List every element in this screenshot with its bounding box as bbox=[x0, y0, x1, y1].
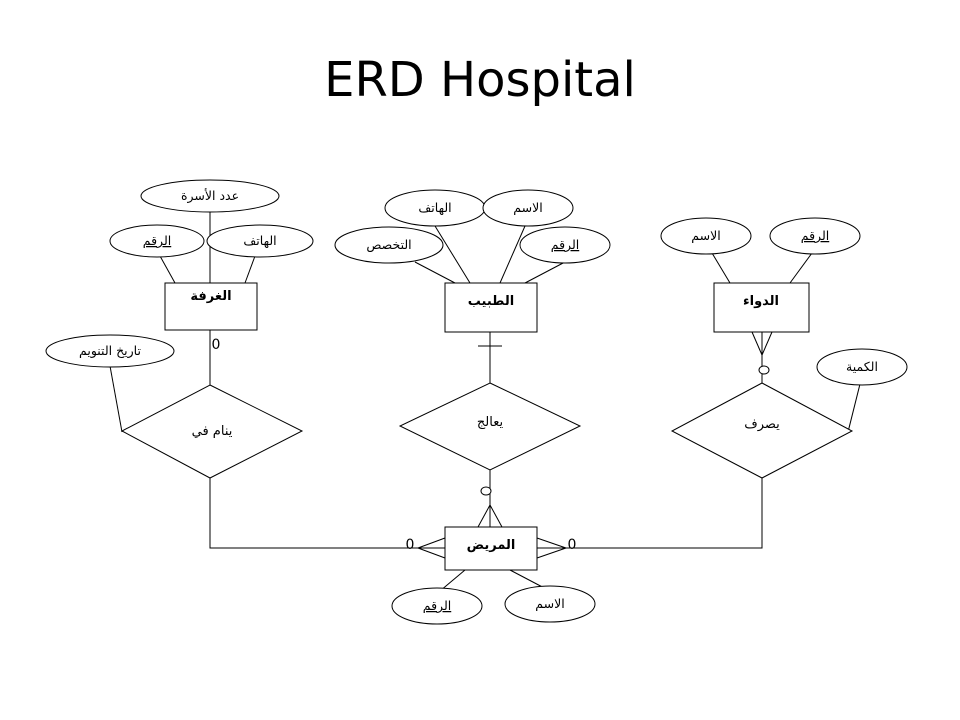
attr-patient-name-label: الاسم bbox=[535, 596, 564, 612]
entity-doctor[interactable]: الطبيب bbox=[444, 282, 538, 333]
attr-doctor-phone[interactable]: الهاتف bbox=[384, 189, 486, 227]
attr-medicine-name-label: الاسم bbox=[691, 228, 720, 244]
entity-patient-label: المريض bbox=[467, 538, 516, 553]
line-room-id bbox=[159, 255, 176, 284]
attr-room-phone-label: الهاتف bbox=[243, 233, 276, 249]
attr-dispense-qty-label: الكمية bbox=[846, 359, 878, 374]
attr-doctor-name-label: الاسم bbox=[513, 200, 542, 216]
line-doctor-phone bbox=[434, 225, 471, 284]
entity-patient[interactable]: المريض bbox=[444, 526, 538, 571]
crowfoot-right-a bbox=[536, 537, 567, 549]
circle-zero-medicine bbox=[758, 365, 770, 375]
attr-patient-id-label: الرقم bbox=[423, 598, 451, 614]
attr-patient-id[interactable]: الرقم bbox=[391, 587, 483, 625]
line-dispense-qty bbox=[847, 383, 861, 433]
attr-dispense-qty[interactable]: الكمية bbox=[816, 348, 908, 386]
cardinality-room: 0 bbox=[212, 337, 221, 353]
entity-room-label: الغرفة bbox=[190, 289, 231, 304]
attr-medicine-name[interactable]: الاسم bbox=[660, 217, 752, 255]
relationship-dispenses-label: يصرف bbox=[744, 417, 780, 432]
crowfoot-medicine-b bbox=[761, 331, 773, 356]
crowfoot-treats-b bbox=[489, 504, 503, 528]
line-doctor-id bbox=[524, 261, 566, 284]
line-patient-id bbox=[439, 569, 466, 592]
attr-room-id[interactable]: الرقم bbox=[109, 224, 205, 258]
crowfoot-treats-a bbox=[477, 504, 491, 528]
attr-doctor-specialty-label: التخصص bbox=[366, 237, 411, 253]
page-title: ERD Hospital bbox=[324, 52, 636, 108]
attr-doctor-name[interactable]: الاسم bbox=[482, 189, 574, 227]
attr-room-phone[interactable]: الهاتف bbox=[206, 224, 314, 258]
line-medicine-name bbox=[711, 252, 731, 284]
attr-stays-date[interactable]: تاريخ التنويم bbox=[45, 334, 175, 368]
line-dispenses-patient bbox=[537, 478, 763, 549]
entity-medicine-label: الدواء bbox=[743, 294, 779, 309]
relationship-stays-in-label: ينام في bbox=[192, 424, 233, 439]
line-doctor-specialty bbox=[414, 261, 456, 284]
entity-medicine[interactable]: الدواء bbox=[713, 282, 810, 333]
attr-doctor-phone-label: الهاتف bbox=[418, 200, 451, 216]
relationship-stays-in[interactable]: ينام في bbox=[120, 384, 304, 479]
attr-stays-date-label: تاريخ التنويم bbox=[79, 343, 141, 359]
attr-doctor-id[interactable]: الرقم bbox=[519, 226, 611, 264]
relationship-treats-label: يعالج bbox=[477, 415, 504, 430]
attr-room-beds-label: عدد الأسرة bbox=[181, 188, 239, 204]
cardinality-patient-right: 0 bbox=[568, 537, 577, 553]
line-staysin-patient bbox=[209, 478, 445, 549]
line-doctor-name bbox=[499, 225, 526, 284]
line-room-phone bbox=[244, 255, 256, 284]
relationship-dispenses[interactable]: يصرف bbox=[670, 382, 854, 479]
crowfoot-medicine-a bbox=[751, 331, 763, 356]
connector-lines bbox=[109, 211, 861, 592]
attr-room-id-label: الرقم bbox=[143, 233, 171, 249]
crowfoot-left-a bbox=[417, 537, 446, 549]
attr-doctor-id-label: الرقم bbox=[551, 237, 579, 253]
line-staysin-date bbox=[109, 365, 123, 433]
relationship-treats[interactable]: يعالج bbox=[398, 382, 582, 471]
attr-medicine-id-label: الرقم bbox=[801, 228, 829, 244]
crowfoot-left-b bbox=[417, 547, 446, 559]
attr-doctor-specialty[interactable]: التخصص bbox=[334, 226, 444, 264]
crowfoot-right-b bbox=[536, 547, 567, 559]
attr-medicine-id[interactable]: الرقم bbox=[769, 217, 861, 255]
circle-zero-treats bbox=[480, 486, 492, 496]
entity-doctor-label: الطبيب bbox=[468, 294, 514, 309]
entity-room[interactable]: الغرفة bbox=[164, 282, 258, 331]
cardinality-patient-left: 0 bbox=[406, 537, 415, 553]
attr-patient-name[interactable]: الاسم bbox=[504, 585, 596, 623]
line-medicine-id bbox=[789, 252, 813, 284]
attr-room-beds[interactable]: عدد الأسرة bbox=[140, 179, 280, 213]
